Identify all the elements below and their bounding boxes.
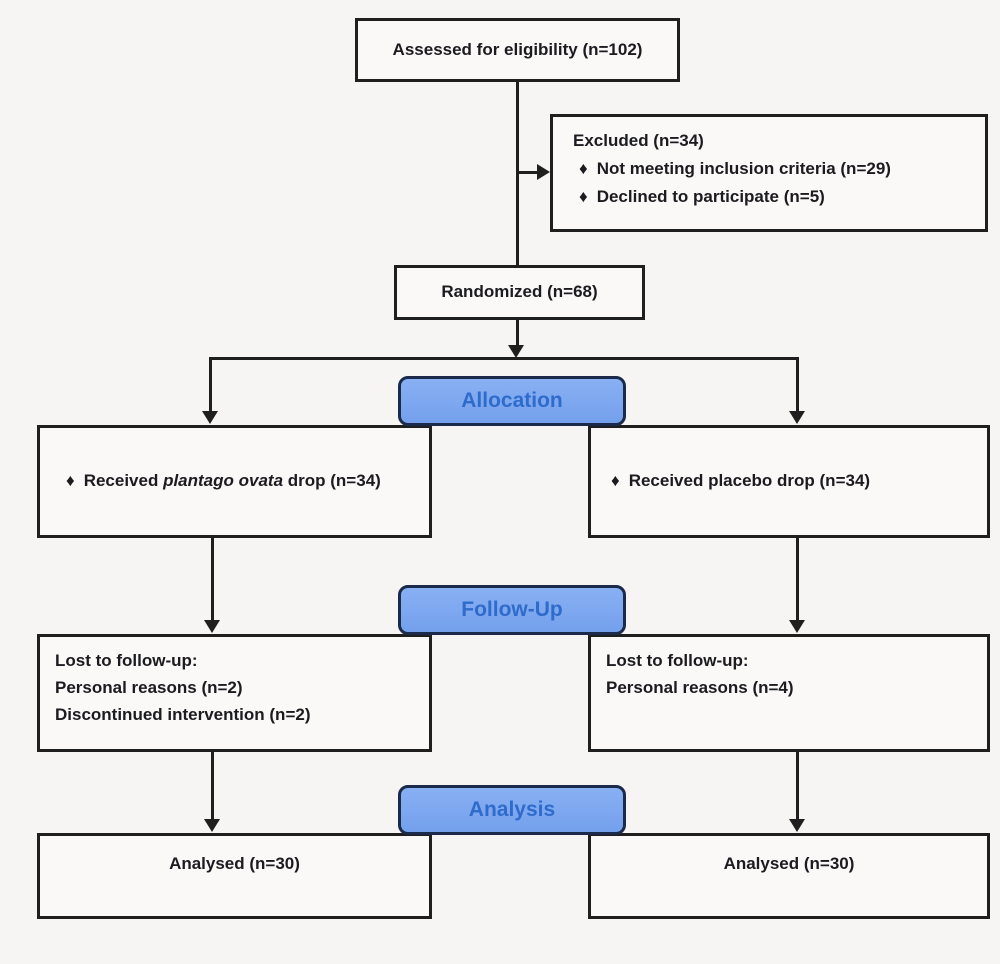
allocation-left-post: drop (n=34) xyxy=(283,471,381,491)
followup-right-box: Lost to follow-up: Personal reasons (n=4… xyxy=(588,634,990,752)
allocation-right-box: ♦ Received placebo drop (n=34) xyxy=(588,425,990,538)
arrowhead-analysis-left xyxy=(204,819,220,832)
diamond-bullet-icon: ♦ xyxy=(611,471,620,491)
followup-right-line: Personal reasons (n=4) xyxy=(606,678,794,697)
randomized-box: Randomized (n=68) xyxy=(394,265,645,320)
arrowhead-allocation-right xyxy=(789,411,805,424)
excluded-item-text: Not meeting inclusion criteria (n=29) xyxy=(596,159,891,178)
stage-followup: Follow-Up xyxy=(398,585,626,635)
diamond-bullet-icon: ♦ xyxy=(579,187,588,206)
stage-analysis: Analysis xyxy=(398,785,626,835)
connector-followup-to-analysis-right xyxy=(796,750,799,820)
connector-to-excluded xyxy=(518,171,540,174)
analysis-right-box: Analysed (n=30) xyxy=(588,833,990,919)
arrowhead-excluded xyxy=(537,164,550,180)
excluded-box: Excluded (n=34) ♦ Not meeting inclusion c… xyxy=(550,114,988,232)
excluded-item-text: Declined to participate (n=5) xyxy=(596,187,825,206)
stage-analysis-label: Analysis xyxy=(468,798,556,821)
connector-branch-right xyxy=(796,357,799,411)
followup-left-line: Personal reasons (n=2) xyxy=(55,678,243,697)
followup-right-line: Lost to follow-up: xyxy=(606,651,749,670)
eligibility-box: Assessed for eligibility (n=102) xyxy=(355,18,680,82)
stage-allocation: Allocation xyxy=(398,376,626,426)
arrowhead-followup-right xyxy=(789,620,805,633)
followup-left-box: Lost to follow-up: Personal reasons (n=2… xyxy=(37,634,432,752)
allocation-right-label: Received placebo drop (n=34) xyxy=(628,471,871,491)
connector-branch-left xyxy=(209,357,212,411)
connector-allocation-to-followup-right xyxy=(796,536,799,621)
excluded-item: ♦ Not meeting inclusion criteria (n=29) xyxy=(573,155,975,183)
diamond-bullet-icon: ♦ xyxy=(66,471,75,491)
allocation-left-drug-name: plantago ovata xyxy=(163,471,284,491)
analysis-left-box: Analysed (n=30) xyxy=(37,833,432,919)
allocation-left-box: ♦ Received plantago ovata drop (n=34) xyxy=(37,425,432,538)
connector-allocation-to-followup-left xyxy=(211,536,214,621)
allocation-right-text: ♦ Received placebo drop (n=34) xyxy=(611,470,870,492)
allocation-left-text: ♦ Received plantago ovata drop (n=34) xyxy=(66,470,381,492)
stage-allocation-label: Allocation xyxy=(461,389,563,412)
connector-eligibility-to-randomized xyxy=(516,80,519,266)
analysis-left-text: Analysed (n=30) xyxy=(169,854,300,873)
followup-left-line: Discontinued intervention (n=2) xyxy=(55,705,311,724)
diamond-bullet-icon: ♦ xyxy=(579,159,588,178)
eligibility-text: Assessed for eligibility (n=102) xyxy=(392,39,643,59)
connector-randomized-to-branch xyxy=(516,318,519,346)
allocation-left-pre: Received xyxy=(83,471,164,491)
arrowhead-allocation-left xyxy=(202,411,218,424)
excluded-title: Excluded (n=34) xyxy=(573,131,704,150)
analysis-right-text: Analysed (n=30) xyxy=(723,854,855,873)
arrowhead-analysis-right xyxy=(789,819,805,832)
arrowhead-branch xyxy=(508,345,524,358)
followup-left-line: Lost to follow-up: xyxy=(55,651,198,670)
connector-followup-to-analysis-left xyxy=(211,750,214,820)
stage-followup-label: Follow-Up xyxy=(461,598,563,621)
arrowhead-followup-left xyxy=(204,620,220,633)
branch-line xyxy=(209,357,799,360)
excluded-item: ♦ Declined to participate (n=5) xyxy=(573,183,975,211)
randomized-text: Randomized (n=68) xyxy=(441,282,598,302)
